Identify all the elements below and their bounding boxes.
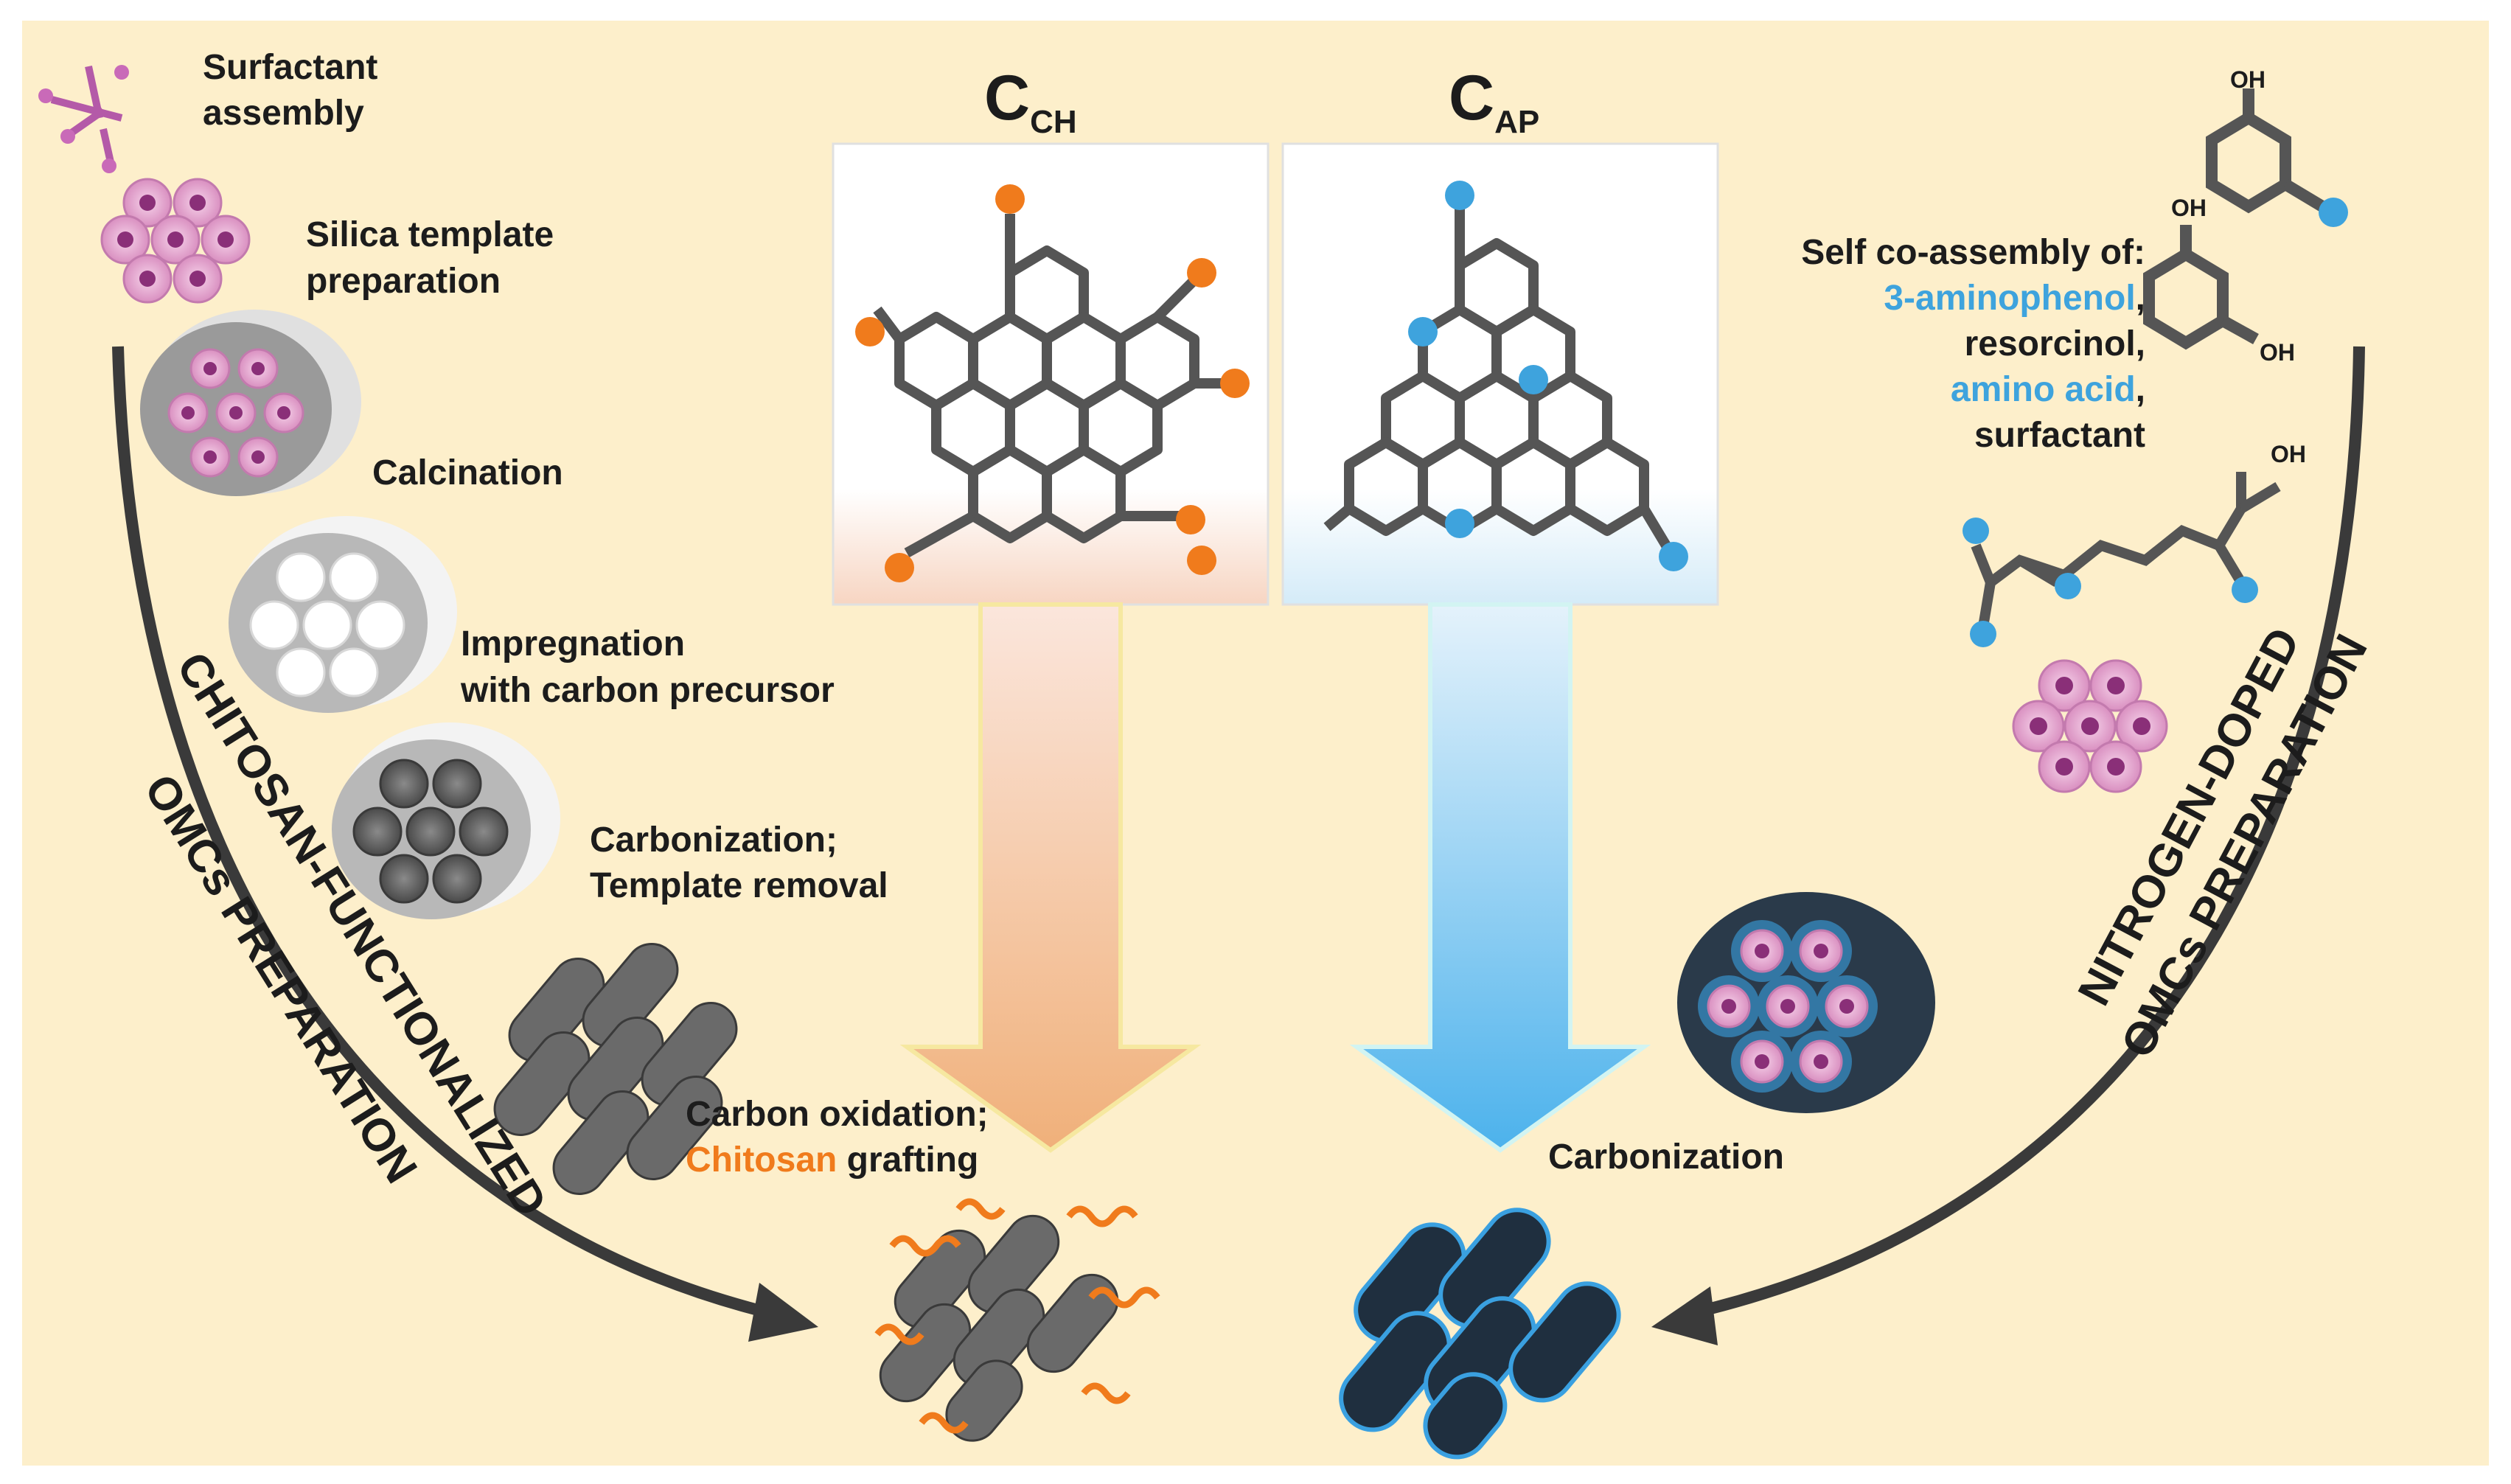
carbon-rods-icon <box>493 943 738 1195</box>
cap-title-main: C <box>1449 63 1495 133</box>
calcination-label: Calcination <box>372 453 563 492</box>
surfactant-icon <box>38 65 129 173</box>
left-arrowhead <box>748 1283 818 1342</box>
aminophenol-n-atom <box>2319 198 2348 227</box>
aminophenol-label: 3-aminophenol, <box>1696 275 2145 321</box>
amino-acid-label: amino acid, <box>1696 366 2145 413</box>
carbon-oxidation-label: Carbon oxidation; <box>686 1095 989 1134</box>
silica-template-icon <box>100 178 251 304</box>
cap-title: CAP <box>1449 63 1539 158</box>
chitosan-word: Chitosan <box>686 1140 837 1180</box>
cch-title: CCH <box>984 63 1077 158</box>
assembly-label: assembly <box>203 94 364 133</box>
grafting-word: grafting <box>837 1140 979 1180</box>
aminophenol-oh-label: OH <box>2230 66 2266 93</box>
cch-structure <box>873 214 1224 558</box>
preparation-label: preparation <box>306 262 501 301</box>
resorcinol-oh-label-top: OH <box>2171 195 2207 221</box>
calcined-template-icon <box>140 310 361 496</box>
impregnation-label: Impregnation <box>461 624 686 663</box>
template-removal-label: Template removal <box>590 866 888 905</box>
right-process-arrow <box>1694 346 2365 1318</box>
right-composite-icon <box>1677 892 1935 1113</box>
silica-template-label: Silica template <box>306 215 554 254</box>
impregnated-silica-icon <box>332 722 560 919</box>
carbon-precursor-label: with carbon precursor <box>461 671 835 710</box>
cap-down-arrow <box>1349 602 1651 1153</box>
resorcinol-molecule-icon <box>2143 225 2259 350</box>
chitosan-grafting-label: Chitosan grafting <box>686 1137 978 1183</box>
cch-down-arrow <box>899 602 1202 1153</box>
cap-nitrogen-atoms <box>1408 181 1688 571</box>
cap-title-sub: AP <box>1494 104 1540 141</box>
carbonization-center-label: Carbonization <box>1548 1138 1784 1177</box>
surfactant-right-label: surfactant <box>1974 416 2145 455</box>
aminophenol-comma: , <box>2135 279 2145 318</box>
self-coassembly-title: Self co-assembly of: <box>1801 233 2145 272</box>
chitosan-omc-product-icon <box>874 1198 1160 1442</box>
aminophenol-word: 3-aminophenol <box>1884 279 2136 318</box>
right-template-icon <box>2012 659 2168 793</box>
nitrogen-omc-product-icon <box>1339 1208 1621 1460</box>
resorcinol-oh-label-bottom: OH <box>2260 339 2295 366</box>
resorcinol-label: resorcinol, <box>1964 324 2145 363</box>
amino-acid-n-atoms <box>1963 518 2258 647</box>
cch-title-sub: CH <box>1030 104 1077 141</box>
cch-oxygen-atoms <box>855 184 1250 582</box>
empty-silica-icon <box>229 516 457 713</box>
amino-acid-word: amino acid <box>1950 370 2136 409</box>
amino-acid-comma: , <box>2135 370 2145 409</box>
surfactant-label: Surfactant <box>203 48 378 87</box>
left-process-arrow <box>112 346 768 1318</box>
amino-acid-molecule-icon <box>1971 472 2281 628</box>
aminophenol-molecule-icon <box>2206 88 2326 214</box>
carbonization-left-label: Carbonization; <box>590 821 837 860</box>
cch-title-main: C <box>984 63 1031 133</box>
amino-acid-oh-label: OH <box>2271 441 2306 467</box>
right-arrowhead <box>1651 1286 1718 1345</box>
